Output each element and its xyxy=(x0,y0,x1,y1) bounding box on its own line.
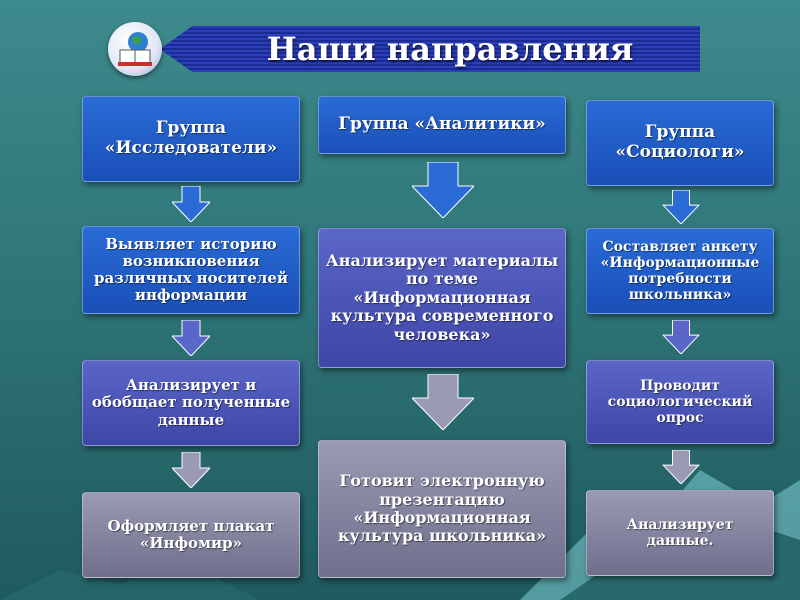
arrow-down-icon xyxy=(172,186,210,222)
sociologists-step-2: Проводит социологический опрос xyxy=(586,360,774,444)
book-globe-icon xyxy=(108,22,162,76)
analysts-step-2: Готовит электронную презентацию «Информа… xyxy=(318,440,566,578)
researchers-step-3: Оформляет плакат «Инфомир» xyxy=(82,492,300,578)
sociologists-step-1: Составляет анкету «Информационные потреб… xyxy=(586,228,774,314)
arrow-down-icon xyxy=(662,320,700,354)
sociologists-step-3: Анализирует данные. xyxy=(586,490,774,576)
group-researchers-heading: Группа «Исследователи» xyxy=(82,96,300,182)
researchers-step-2: Анализирует и обобщает полученные данные xyxy=(82,360,300,446)
arrow-down-icon xyxy=(172,452,210,488)
title-banner xyxy=(160,26,700,72)
arrow-down-icon xyxy=(172,320,210,356)
group-sociologists-heading: Группа «Социологи» xyxy=(586,100,774,186)
group-analysts-heading: Группа «Аналитики» xyxy=(318,96,566,154)
arrow-down-icon xyxy=(412,374,474,430)
arrow-down-icon xyxy=(662,190,700,224)
arrow-down-icon xyxy=(412,162,474,218)
arrow-down-icon xyxy=(662,450,700,484)
researchers-step-1: Выявляет историю возникновения различных… xyxy=(82,226,300,314)
analysts-step-1: Анализирует материалы по теме «Информаци… xyxy=(318,228,566,368)
page-title: Наши направления xyxy=(266,30,634,68)
